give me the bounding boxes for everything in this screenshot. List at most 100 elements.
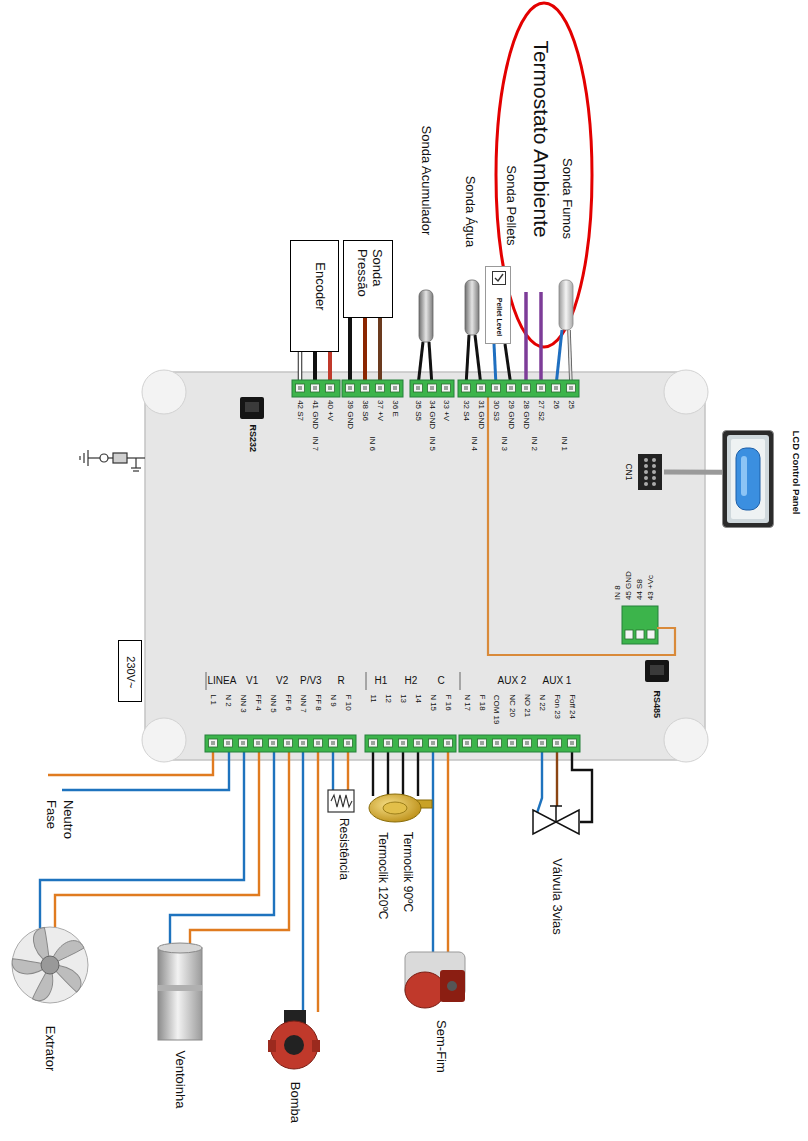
- lcd-panel-graphic: [741, 456, 747, 496]
- lcd-panel: LCD Control Panel: [722, 405, 806, 540]
- terminal-strip: [493, 739, 502, 747]
- thermostat-wire: [488, 395, 675, 655]
- terminal-strip: [366, 672, 367, 690]
- terminal-strip: [462, 384, 471, 392]
- sensor-wires: [569, 330, 571, 386]
- power-wires: [40, 745, 592, 1012]
- terminal-label: NN 7: [299, 694, 308, 712]
- fan-cylinder: [158, 943, 202, 953]
- terminal-strip: [463, 739, 472, 747]
- valve-symbol: [556, 810, 579, 834]
- power-wires: [572, 745, 592, 822]
- group-label: V1: [246, 675, 258, 687]
- rj-jack: [650, 665, 664, 675]
- device-label: Válvula 3vias: [548, 858, 563, 935]
- terminal-strip: [444, 739, 453, 747]
- power-wires: [417, 745, 419, 796]
- sensor-wires: [475, 335, 481, 386]
- group-label: P/V3: [300, 675, 322, 687]
- terminal-label: L 1: [208, 694, 217, 705]
- node-text: Sonda Pressão: [354, 249, 384, 311]
- terminal-strip: [538, 739, 547, 747]
- auger-motor: [440, 970, 465, 1002]
- terminal-label: IN 8: [612, 585, 621, 600]
- terminal-label: NC 20: [507, 694, 516, 717]
- sensor-box-graphic: [493, 272, 506, 285]
- power-wires: [317, 745, 319, 1012]
- rj-jack: [240, 397, 264, 419]
- temperature-probe: [419, 290, 433, 342]
- thermostat-disc: [369, 794, 432, 822]
- sensor-wires: [539, 292, 543, 386]
- ground-symbol: [135, 458, 136, 468]
- group-label: H2: [405, 675, 418, 687]
- terminal-strip: [460, 672, 461, 690]
- connector-header-graphic: [644, 470, 648, 474]
- connector-header-graphic: [652, 458, 656, 462]
- terminal-strip: [369, 739, 378, 747]
- temperature-probe: [559, 280, 573, 330]
- valve-symbol: [533, 806, 579, 834]
- temperature-probe: [465, 280, 479, 335]
- terminal-strip: [492, 384, 501, 392]
- thermostat-disc: [369, 794, 421, 822]
- input-label: IN 1: [559, 436, 568, 451]
- connector-header-graphic: [652, 464, 656, 468]
- device-label: Ventoinha: [172, 1050, 187, 1108]
- group-label: H1: [375, 675, 388, 687]
- pump: [284, 1035, 304, 1055]
- terminal-strip: [326, 384, 335, 392]
- terminal-label: FF 6: [284, 694, 293, 710]
- terminal-label: 28 GND: [521, 400, 530, 429]
- sensor-label: Sonda Água: [462, 175, 477, 247]
- input-label: IN 2: [529, 436, 538, 451]
- device-box: Encoder: [290, 240, 339, 352]
- controller-board: [664, 718, 708, 762]
- lcd-panel-graphic: [722, 430, 774, 528]
- rj-jack: [240, 397, 669, 682]
- terminal-strip: [205, 672, 580, 752]
- sensor-box: Pellet Level: [485, 266, 511, 344]
- input-label: IN 7: [310, 436, 319, 451]
- terminal-strip: [414, 384, 423, 392]
- terminal-label: 33 +V: [441, 400, 450, 421]
- terminal-strip: [414, 739, 423, 747]
- pump: [270, 1021, 318, 1069]
- thermostat-disc: [383, 802, 407, 814]
- terminal-strip: [284, 739, 293, 747]
- power-wires: [372, 745, 374, 796]
- ground-symbol: [100, 454, 108, 462]
- terminal-label: 40 +V: [325, 400, 334, 421]
- power-wires: [556, 745, 558, 806]
- terminal-strip: [442, 384, 451, 392]
- terminal-strip: [391, 384, 400, 392]
- connector-header-graphic: [652, 476, 656, 480]
- terminal-block: [636, 630, 644, 639]
- sensor-wires: [556, 330, 562, 386]
- terminal-label: 26: [551, 400, 560, 409]
- terminal-strip: [224, 739, 233, 747]
- group-label: AUX 1: [543, 675, 572, 687]
- sensor-box-graphic: [495, 274, 503, 281]
- node-text: CN1: [623, 463, 633, 480]
- sensor-label: Sonda Fumos: [559, 158, 574, 239]
- device-label: Termoclik 120ºC: [375, 832, 389, 919]
- terminal-label: N 9: [329, 694, 338, 706]
- terminal-strip: [206, 672, 207, 690]
- input-label: IN 4: [469, 436, 478, 451]
- wire-label: Neutro: [60, 800, 75, 839]
- terminal-strip: [296, 384, 305, 392]
- terminal-strip: [299, 739, 308, 747]
- group-label: LINEA: [208, 675, 237, 687]
- thermostat-label: Termostato Ambiente: [528, 40, 552, 237]
- terminal-block: [625, 630, 633, 639]
- terminal-strip: [205, 735, 356, 752]
- terminal-strip: [365, 735, 456, 752]
- node-text: 230V~: [125, 656, 138, 688]
- sensor-label: Sonda Acumulador: [418, 125, 433, 235]
- terminal-label: F 16: [443, 694, 452, 710]
- node-text: LCD Control Panel: [791, 430, 802, 514]
- controller-board: [664, 370, 708, 414]
